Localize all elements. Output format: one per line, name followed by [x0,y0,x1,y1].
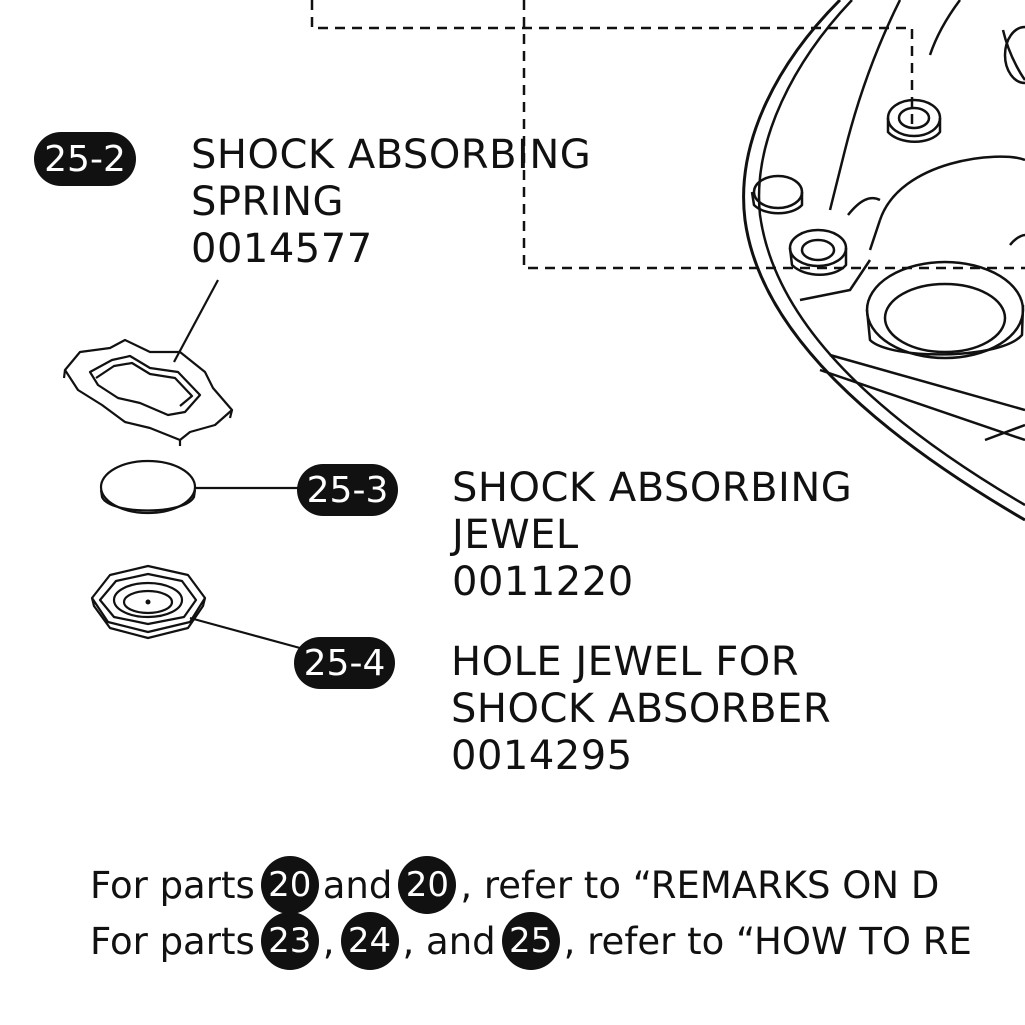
note-line-2: For parts 23 , 24 , and 25 , refer to “H… [90,912,972,970]
part-code: 0014577 [191,226,373,272]
movement-plate-drawing [742,0,1025,522]
part-label-25-4: HOLE JEWEL FOR SHOCK ABSORBER 0014295 [451,639,831,780]
note-prefix: For parts [90,919,255,963]
part-name-line1: SHOCK ABSORBING [191,132,592,178]
part-name-line2: SPRING [191,179,345,225]
part-ref-badge: 20 [260,856,319,914]
part-badge-25-3: 25-3 [297,464,398,516]
note-separator: , and [402,919,496,963]
part-ref-badge: 20 [398,856,457,914]
note-line-1: For parts 20 and 20 , refer to “REMARKS … [90,856,939,914]
shock-absorbing-spring-drawing [62,338,234,446]
shock-absorbing-jewel-drawing [99,459,197,515]
part-code: 0011220 [452,559,634,605]
part-label-25-3: SHOCK ABSORBING JEWEL 0011220 [452,465,852,606]
note-separator: , [322,919,335,963]
note-suffix: , refer to “REMARKS ON D [460,863,940,907]
part-ref-badge: 24 [340,912,399,970]
part-name-line1: HOLE JEWEL FOR [451,639,800,685]
note-join: and [322,863,393,907]
part-name-line2: SHOCK ABSORBER [451,686,832,732]
note-prefix: For parts [90,863,255,907]
part-label-25-2: SHOCK ABSORBING SPRING 0014577 [191,132,591,273]
part-badge-25-4: 25-4 [294,637,395,689]
note-suffix: , refer to “HOW TO RE [563,919,972,963]
part-ref-badge: 23 [260,912,319,970]
part-name-line2: JEWEL [452,512,579,558]
part-code: 0014295 [451,733,633,779]
part-name-line1: SHOCK ABSORBING [452,465,853,511]
dashed-guide-lines [310,0,1025,270]
hole-jewel-drawing [90,564,207,640]
leader-line-25-2 [173,279,219,363]
part-ref-badge: 25 [501,912,560,970]
leader-line-25-4 [189,616,301,650]
part-badge-25-2: 25-2 [34,132,136,186]
